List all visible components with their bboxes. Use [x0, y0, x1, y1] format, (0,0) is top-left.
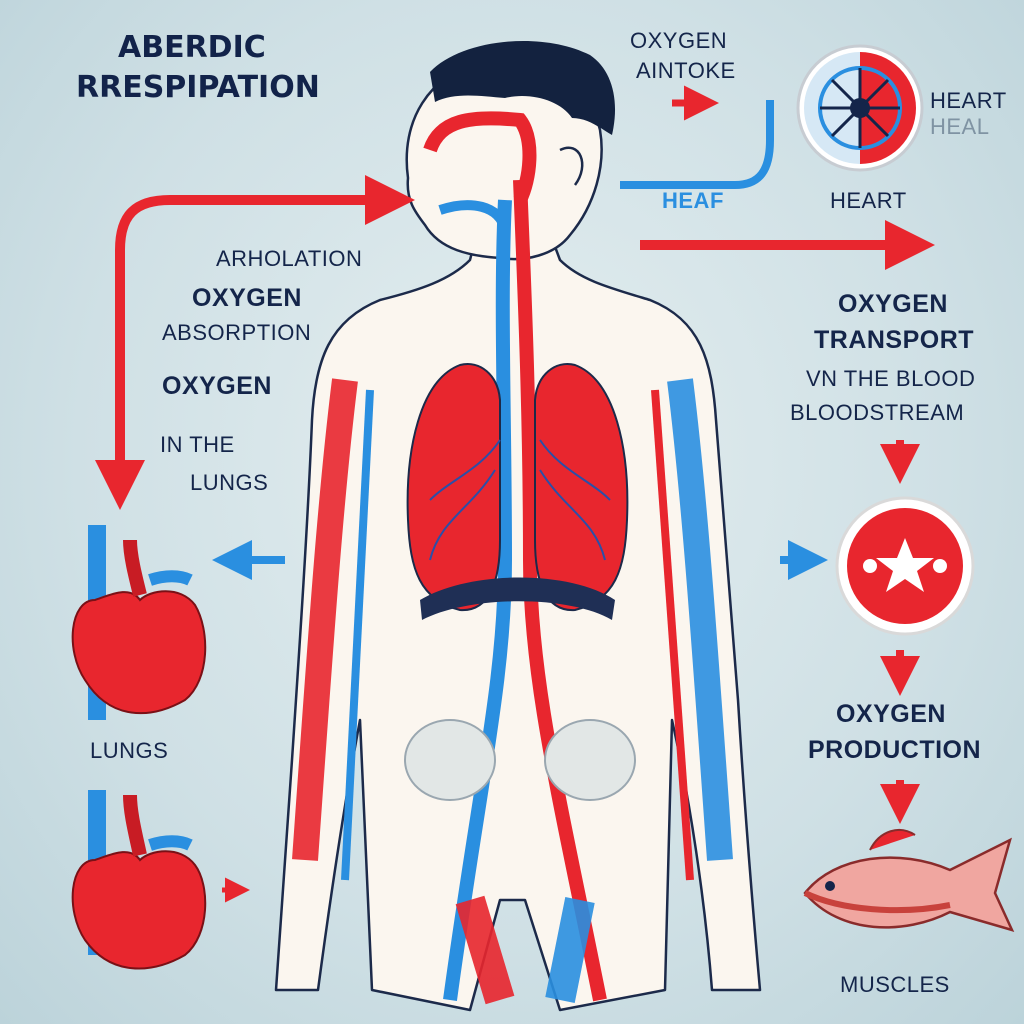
label-heart: HEART	[830, 188, 907, 213]
pelvis-right	[544, 719, 636, 801]
inhalation-loop-arrow	[115, 175, 415, 480]
label-muscles: MUSCLES	[840, 972, 950, 997]
label-oxygen-absorption-1: OXYGEN	[192, 284, 302, 312]
torso-outline	[274, 218, 762, 1012]
ear	[559, 146, 584, 186]
cell-icon	[835, 496, 975, 636]
label-oxygen-transport-3: VN THE BLOOD	[806, 366, 976, 391]
right-arm-muscle	[667, 378, 733, 861]
label-heart-blue: HEAF	[662, 188, 724, 213]
label-oxygen-absorption-2: ABSORPTION	[162, 320, 312, 345]
pelvis-left	[404, 719, 496, 801]
label-oxygen-lungs: OXYGEN	[162, 372, 272, 400]
hair	[430, 40, 616, 135]
left-arm-muscle	[292, 378, 358, 861]
diagram-title-line-2: RRESPIPATION	[76, 70, 320, 105]
diagram-title-line-1: ABERDIC	[118, 30, 266, 65]
heart-return-arrow	[620, 100, 774, 189]
left-arm-vein	[341, 389, 374, 881]
label-heart-badge: HEART	[930, 88, 1007, 113]
heart-icon	[71, 525, 207, 720]
heart-icon	[71, 790, 207, 970]
label-oxygen-production-2: PRODUCTION	[808, 736, 982, 764]
label-in-the: IN THE	[160, 432, 235, 457]
label-heart-badge-faint: HEAL	[930, 114, 990, 139]
right-leg-muscle	[545, 897, 595, 1003]
label-oxygen-transport-2: TRANSPORT	[814, 326, 975, 354]
fish-icon	[803, 829, 1015, 932]
main-vein	[443, 199, 513, 1001]
label-aintoke: AINTOKE	[636, 58, 736, 83]
left-leg-muscle	[455, 895, 515, 1005]
label-oxygen-intake: OXYGEN	[630, 28, 728, 53]
label-arholation: ARHOLATION	[216, 246, 363, 271]
right-arm-artery	[651, 389, 694, 881]
label-oxygen-transport-1: OXYGEN	[838, 290, 948, 318]
label-lungs-left: LUNGS	[190, 470, 269, 495]
bronchi	[429, 439, 611, 561]
label-lungs-bottom: LUNGS	[90, 738, 169, 763]
main-artery	[513, 179, 607, 1002]
label-bloodstream: BLOODSTREAM	[790, 400, 965, 425]
nasal-airway	[423, 111, 537, 204]
diaphragm	[420, 577, 615, 620]
label-oxygen-production-1: OXYGEN	[836, 700, 946, 728]
compass-icon	[796, 44, 924, 172]
